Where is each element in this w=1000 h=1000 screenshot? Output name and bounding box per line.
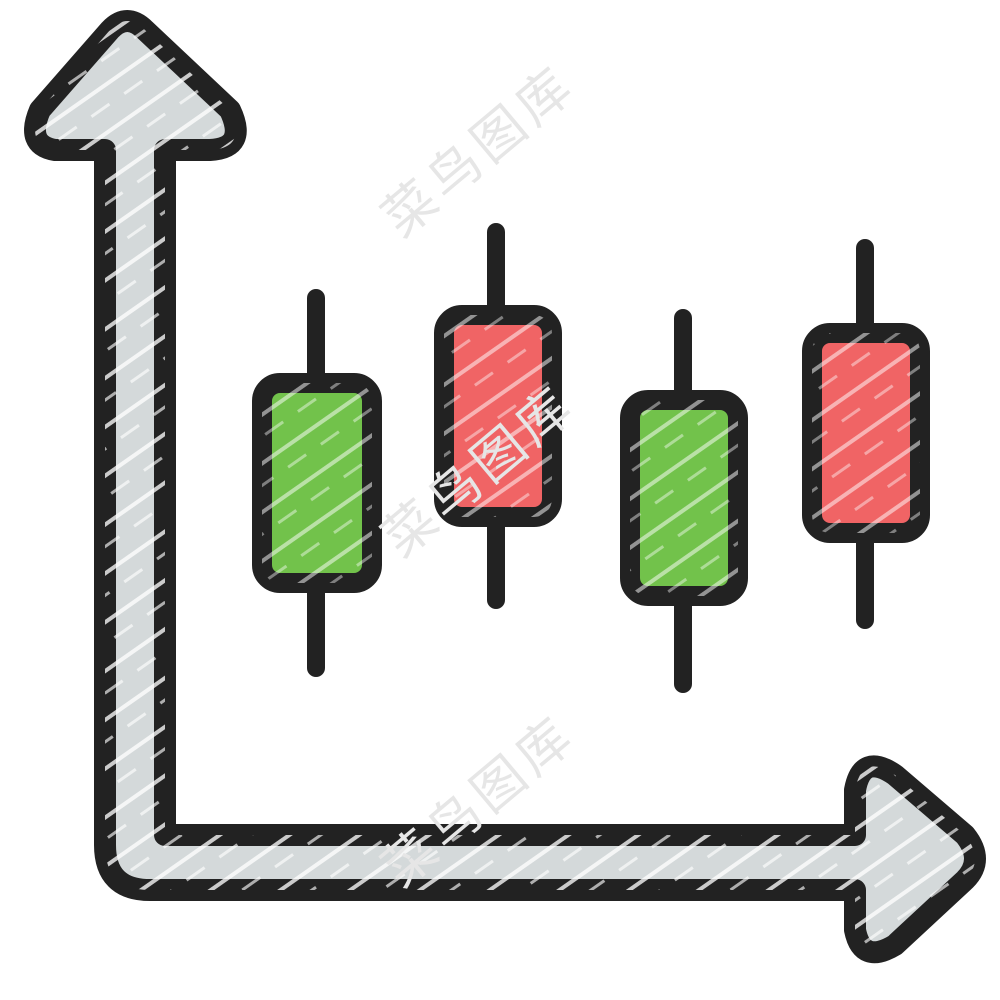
candle-1 — [252, 289, 382, 677]
candle-3-hatch — [630, 400, 738, 596]
axes-hatch — [35, 21, 975, 953]
candle-4-hatch — [812, 333, 920, 533]
axes — [24, 10, 986, 964]
candle-2 — [434, 223, 562, 609]
candle-1-hatch — [262, 383, 372, 583]
candle-3 — [620, 309, 748, 693]
candle-4 — [802, 239, 930, 629]
candle-2-hatch — [444, 315, 552, 517]
